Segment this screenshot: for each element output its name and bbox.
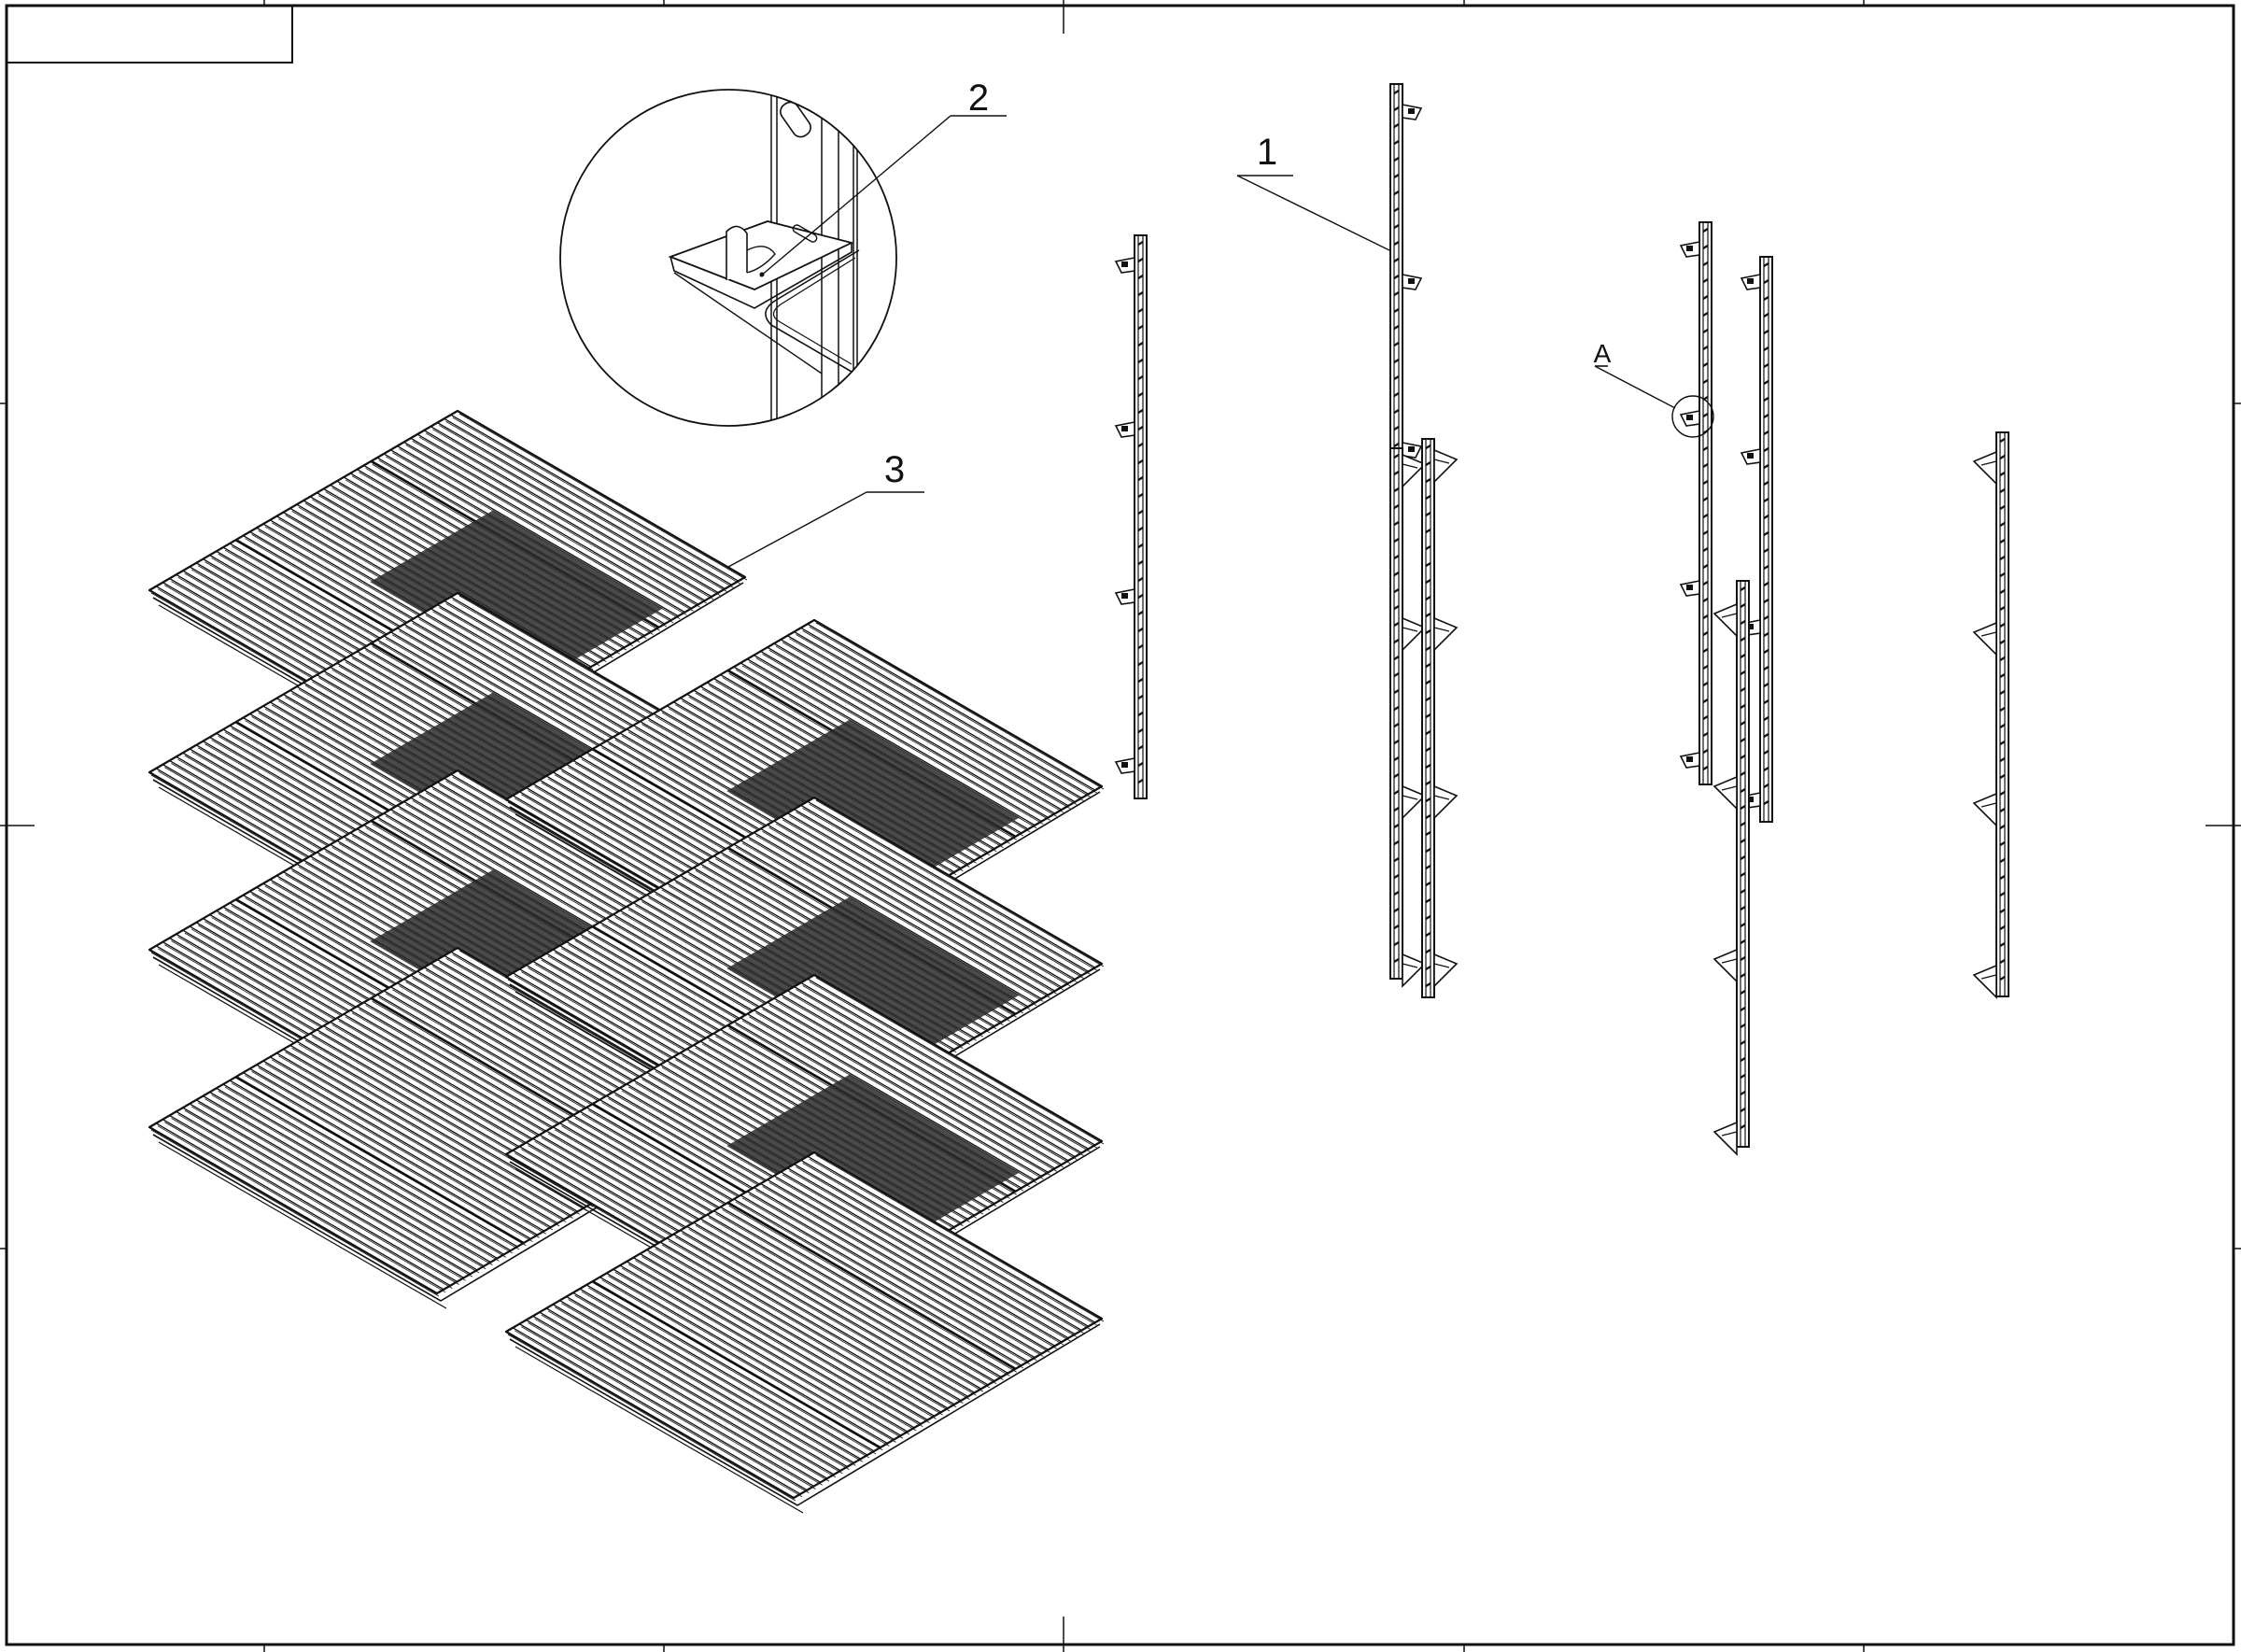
wire-shelf (504, 973, 1105, 1336)
bracket-tab (1747, 797, 1754, 802)
wire-shelf (504, 1151, 1105, 1514)
triangle-bracket (1433, 784, 1459, 820)
bracket-tab (1747, 624, 1754, 629)
vertical-rail (1421, 438, 1459, 998)
triangle-bracket (1712, 948, 1738, 983)
bracket-tab (1408, 108, 1415, 114)
bracket-tab (1121, 593, 1128, 599)
shelf-overlap-shading (726, 1074, 1020, 1245)
triangle-bracket (1402, 453, 1427, 488)
leader-line (1236, 175, 1390, 251)
leader-line (759, 115, 951, 277)
triangle-bracket (1433, 953, 1459, 988)
balloon-label-1: 1 (1257, 132, 1277, 173)
bracket-tab (1121, 426, 1128, 431)
bracket-tab (1686, 246, 1693, 251)
triangle-bracket (1972, 792, 1997, 827)
triangle-bracket (1972, 964, 1997, 999)
bracket-tab (1121, 762, 1128, 768)
triangle-bracket (1972, 621, 1997, 657)
triangle-bracket (1402, 784, 1427, 820)
balloon-leader-A (1594, 365, 1676, 409)
leader-line (727, 491, 867, 568)
triangle-bracket (1433, 448, 1459, 484)
part-balloons: 1 2 3 A (727, 78, 1714, 568)
bracket-tab (1121, 261, 1128, 267)
balloon-label-2: 2 (968, 78, 989, 119)
vertical-rail (1712, 580, 1750, 1156)
balloon-label-A: A (1594, 339, 1612, 368)
triangle-bracket (1402, 953, 1427, 988)
shelf-overlap-shading (726, 719, 1020, 890)
triangle-bracket (1972, 450, 1997, 486)
vertical-rail (1679, 221, 1712, 785)
vertical-rail (1114, 234, 1148, 799)
vertical-rails-group (1114, 83, 2009, 1156)
bracket-tab (1408, 278, 1415, 284)
balloon-leader-1 (1236, 175, 1390, 251)
shelf-overlap-shading (726, 897, 1020, 1067)
bracket-tab (1686, 756, 1693, 762)
wire-shelves-group (148, 409, 1105, 1514)
wire-shelf (504, 618, 1105, 981)
vertical-rail (1389, 447, 1427, 988)
vertical-rail (1740, 256, 1773, 823)
triangle-bracket (1433, 616, 1459, 652)
bracket-tab (1686, 585, 1693, 590)
bracket-tab (1686, 415, 1693, 420)
detail-marker-circle-A (1671, 395, 1714, 438)
bracket-tab (1408, 446, 1415, 452)
detail-view-2 (559, 89, 897, 427)
balloon-label-3: 3 (884, 449, 905, 490)
detail-content (668, 90, 860, 426)
triangle-bracket (1402, 616, 1427, 652)
triangle-bracket (1712, 1121, 1738, 1156)
balloon-leader-3 (727, 491, 924, 568)
bracket-tab (1747, 278, 1754, 284)
title-box (6, 5, 293, 64)
bracket-tab (1747, 453, 1754, 459)
leader-line (1594, 365, 1676, 409)
balloon-leader-2 (759, 115, 1007, 277)
triangle-bracket (1712, 602, 1738, 638)
shelf-overlap-shading (370, 510, 663, 681)
triangle-bracket (1712, 775, 1738, 811)
wire-shelf (504, 796, 1105, 1159)
vertical-rail (1972, 431, 2009, 999)
